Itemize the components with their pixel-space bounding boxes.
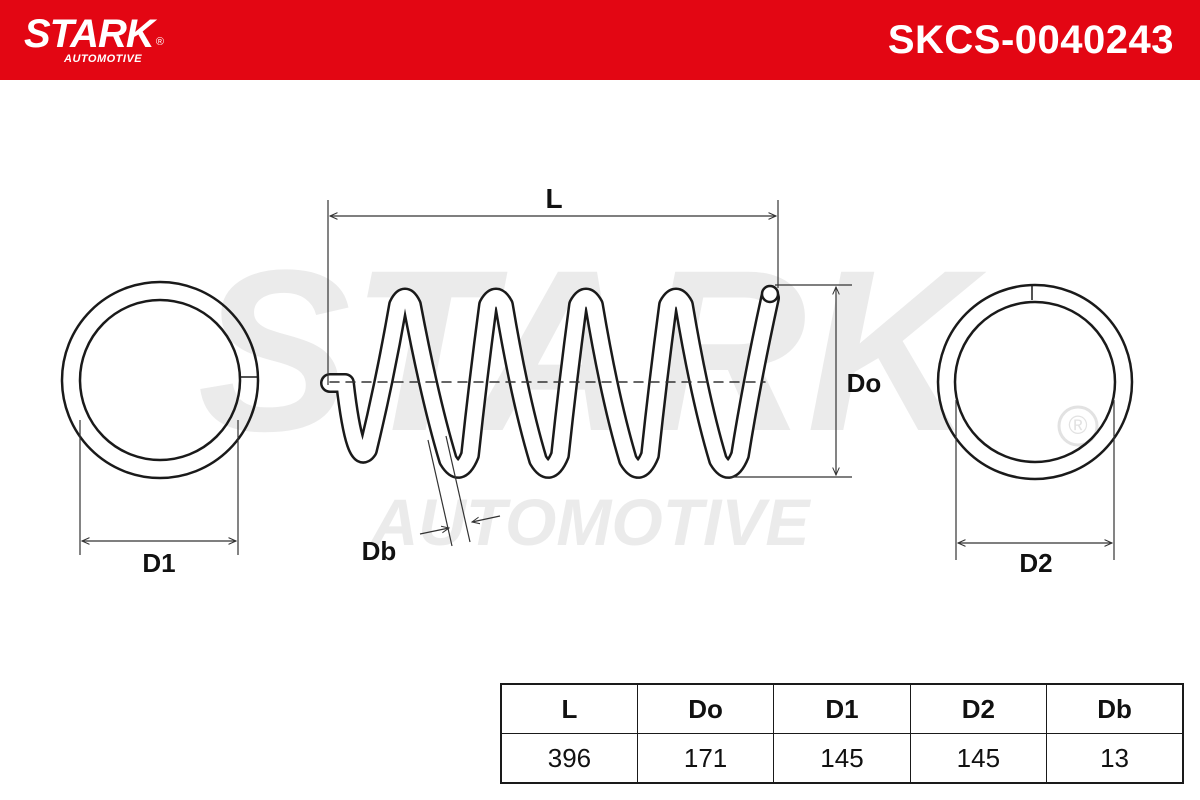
end-view-left (60, 280, 260, 480)
spring-diagram: STARK AUTOMOTIVE ® D1 D2 L (60, 183, 1134, 578)
brand-registered-mark: ® (155, 36, 164, 48)
spec-header-d1: D1 (773, 683, 911, 734)
spec-header-db: Db (1046, 683, 1184, 734)
brand-logo: STARK® AUTOMOTIVE (24, 12, 164, 65)
spec-value-do: 171 (636, 733, 775, 784)
label-l: L (545, 183, 562, 214)
brand-name: STARK (24, 12, 155, 56)
part-number: SKCS-0040243 (887, 18, 1174, 62)
brand-subtitle: AUTOMOTIVE (64, 53, 143, 65)
dimension-d1 (79, 420, 239, 555)
label-db: Db (362, 536, 397, 566)
spec-value-d1: 145 (773, 733, 911, 784)
label-d1: D1 (142, 548, 175, 578)
spring-coil (320, 284, 780, 479)
watermark-registered-mark: ® (1068, 410, 1087, 440)
spec-table-value-row: 396 171 145 145 13 (500, 733, 1184, 784)
watermark-registered-circle (1057, 405, 1099, 447)
spec-header-l: L (500, 683, 638, 734)
header-bar: STARK® AUTOMOTIVE SKCS-0040243 (0, 0, 1200, 80)
end-view-right (936, 283, 1134, 481)
spec-table: L Do D1 D2 Db 396 171 145 145 13 (500, 683, 1184, 784)
spec-header-do: Do (636, 683, 775, 734)
watermark: STARK AUTOMOTIVE ® (197, 222, 1099, 559)
watermark-subtitle: AUTOMOTIVE (369, 485, 812, 559)
spec-header-d2: D2 (909, 683, 1048, 734)
dimension-d2 (955, 400, 1115, 560)
dimension-l (327, 200, 779, 385)
spec-value-l: 396 (500, 733, 638, 784)
spec-value-d2: 145 (909, 733, 1048, 784)
dimension-db (419, 435, 501, 547)
label-d2: D2 (1019, 548, 1052, 578)
label-do: Do (847, 368, 882, 398)
dimension-do (730, 284, 852, 478)
spec-table-header-row: L Do D1 D2 Db (500, 683, 1184, 734)
spec-value-db: 13 (1046, 733, 1184, 784)
